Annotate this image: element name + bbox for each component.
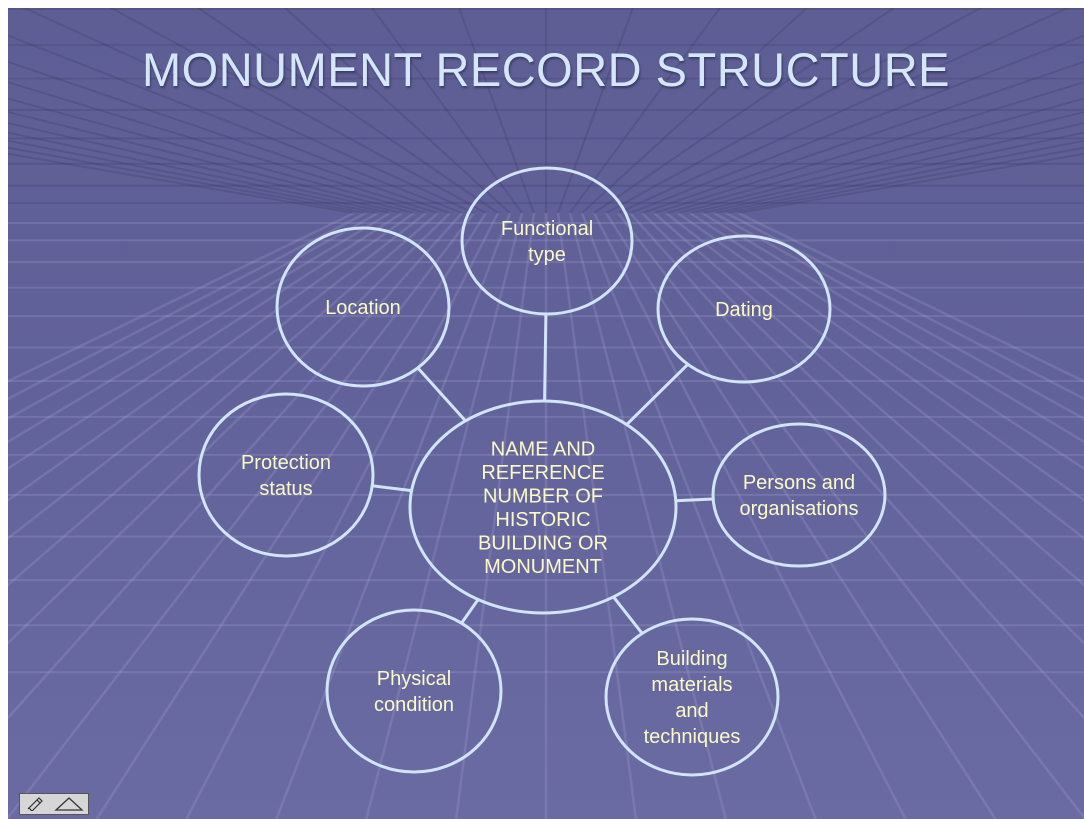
- node-persons-organisations: [711, 422, 887, 568]
- connector-building-materials: [612, 595, 644, 635]
- connectors: [372, 313, 714, 635]
- connector-location: [416, 366, 467, 422]
- node-protection-status: [197, 392, 375, 558]
- node-location: [275, 226, 451, 388]
- slide-menu-icon[interactable]: [19, 793, 89, 815]
- node-functional-type: [460, 166, 634, 316]
- connector-dating: [625, 363, 689, 426]
- connector-protection-status: [372, 484, 412, 493]
- connector-physical-condition: [460, 598, 480, 625]
- node-building-materials: [604, 617, 780, 777]
- connector-persons-organisations: [675, 497, 714, 503]
- triangle-icon[interactable]: [50, 794, 88, 814]
- connector-functional-type: [543, 313, 548, 402]
- center-node: [408, 399, 678, 615]
- node-physical-condition: [325, 608, 503, 774]
- node-dating-label: Dating: [715, 299, 773, 321]
- slide-title: MONUMENT RECORD STRUCTURE: [141, 43, 950, 96]
- node-location-label: Location: [325, 297, 401, 319]
- pen-icon[interactable]: [20, 794, 50, 814]
- node-dating: [656, 234, 832, 384]
